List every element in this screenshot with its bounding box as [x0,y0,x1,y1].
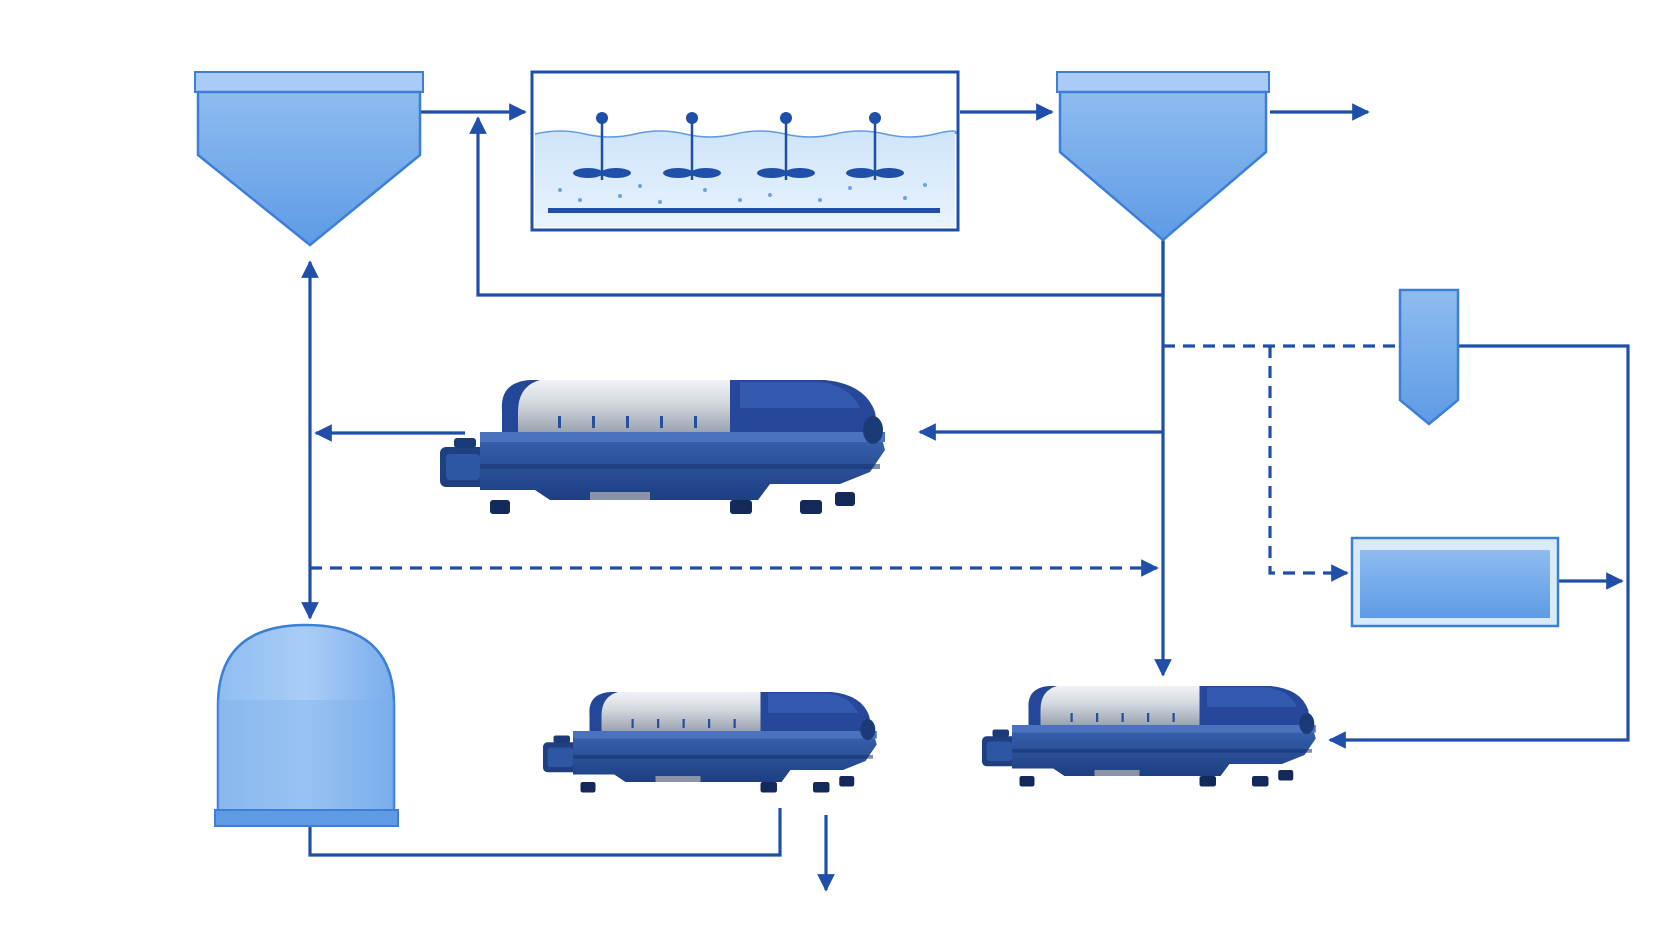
flow-hopper-to-centrifuge-3 [1328,344,1630,749]
decanter-centrifuge-3 [982,686,1316,787]
primary-clarifier [194,71,424,247]
aeration-basin [530,70,960,232]
flow-digester-to-centrifuge-2 [308,808,782,857]
secondary-clarifier [1056,71,1270,242]
flow-dashed-to-storage [1268,346,1349,582]
aerator-4 [846,112,904,180]
aerator-1 [573,112,631,180]
aerator-3 [757,112,815,180]
decanter-centrifuge-1 [440,380,885,514]
thickening-hopper [1398,288,1460,426]
anaerobic-digester [214,623,399,827]
storage-tank [1350,536,1560,628]
air-bubbles [558,183,927,204]
aerator-2 [663,112,721,180]
decanter-centrifuge-2 [543,692,877,793]
